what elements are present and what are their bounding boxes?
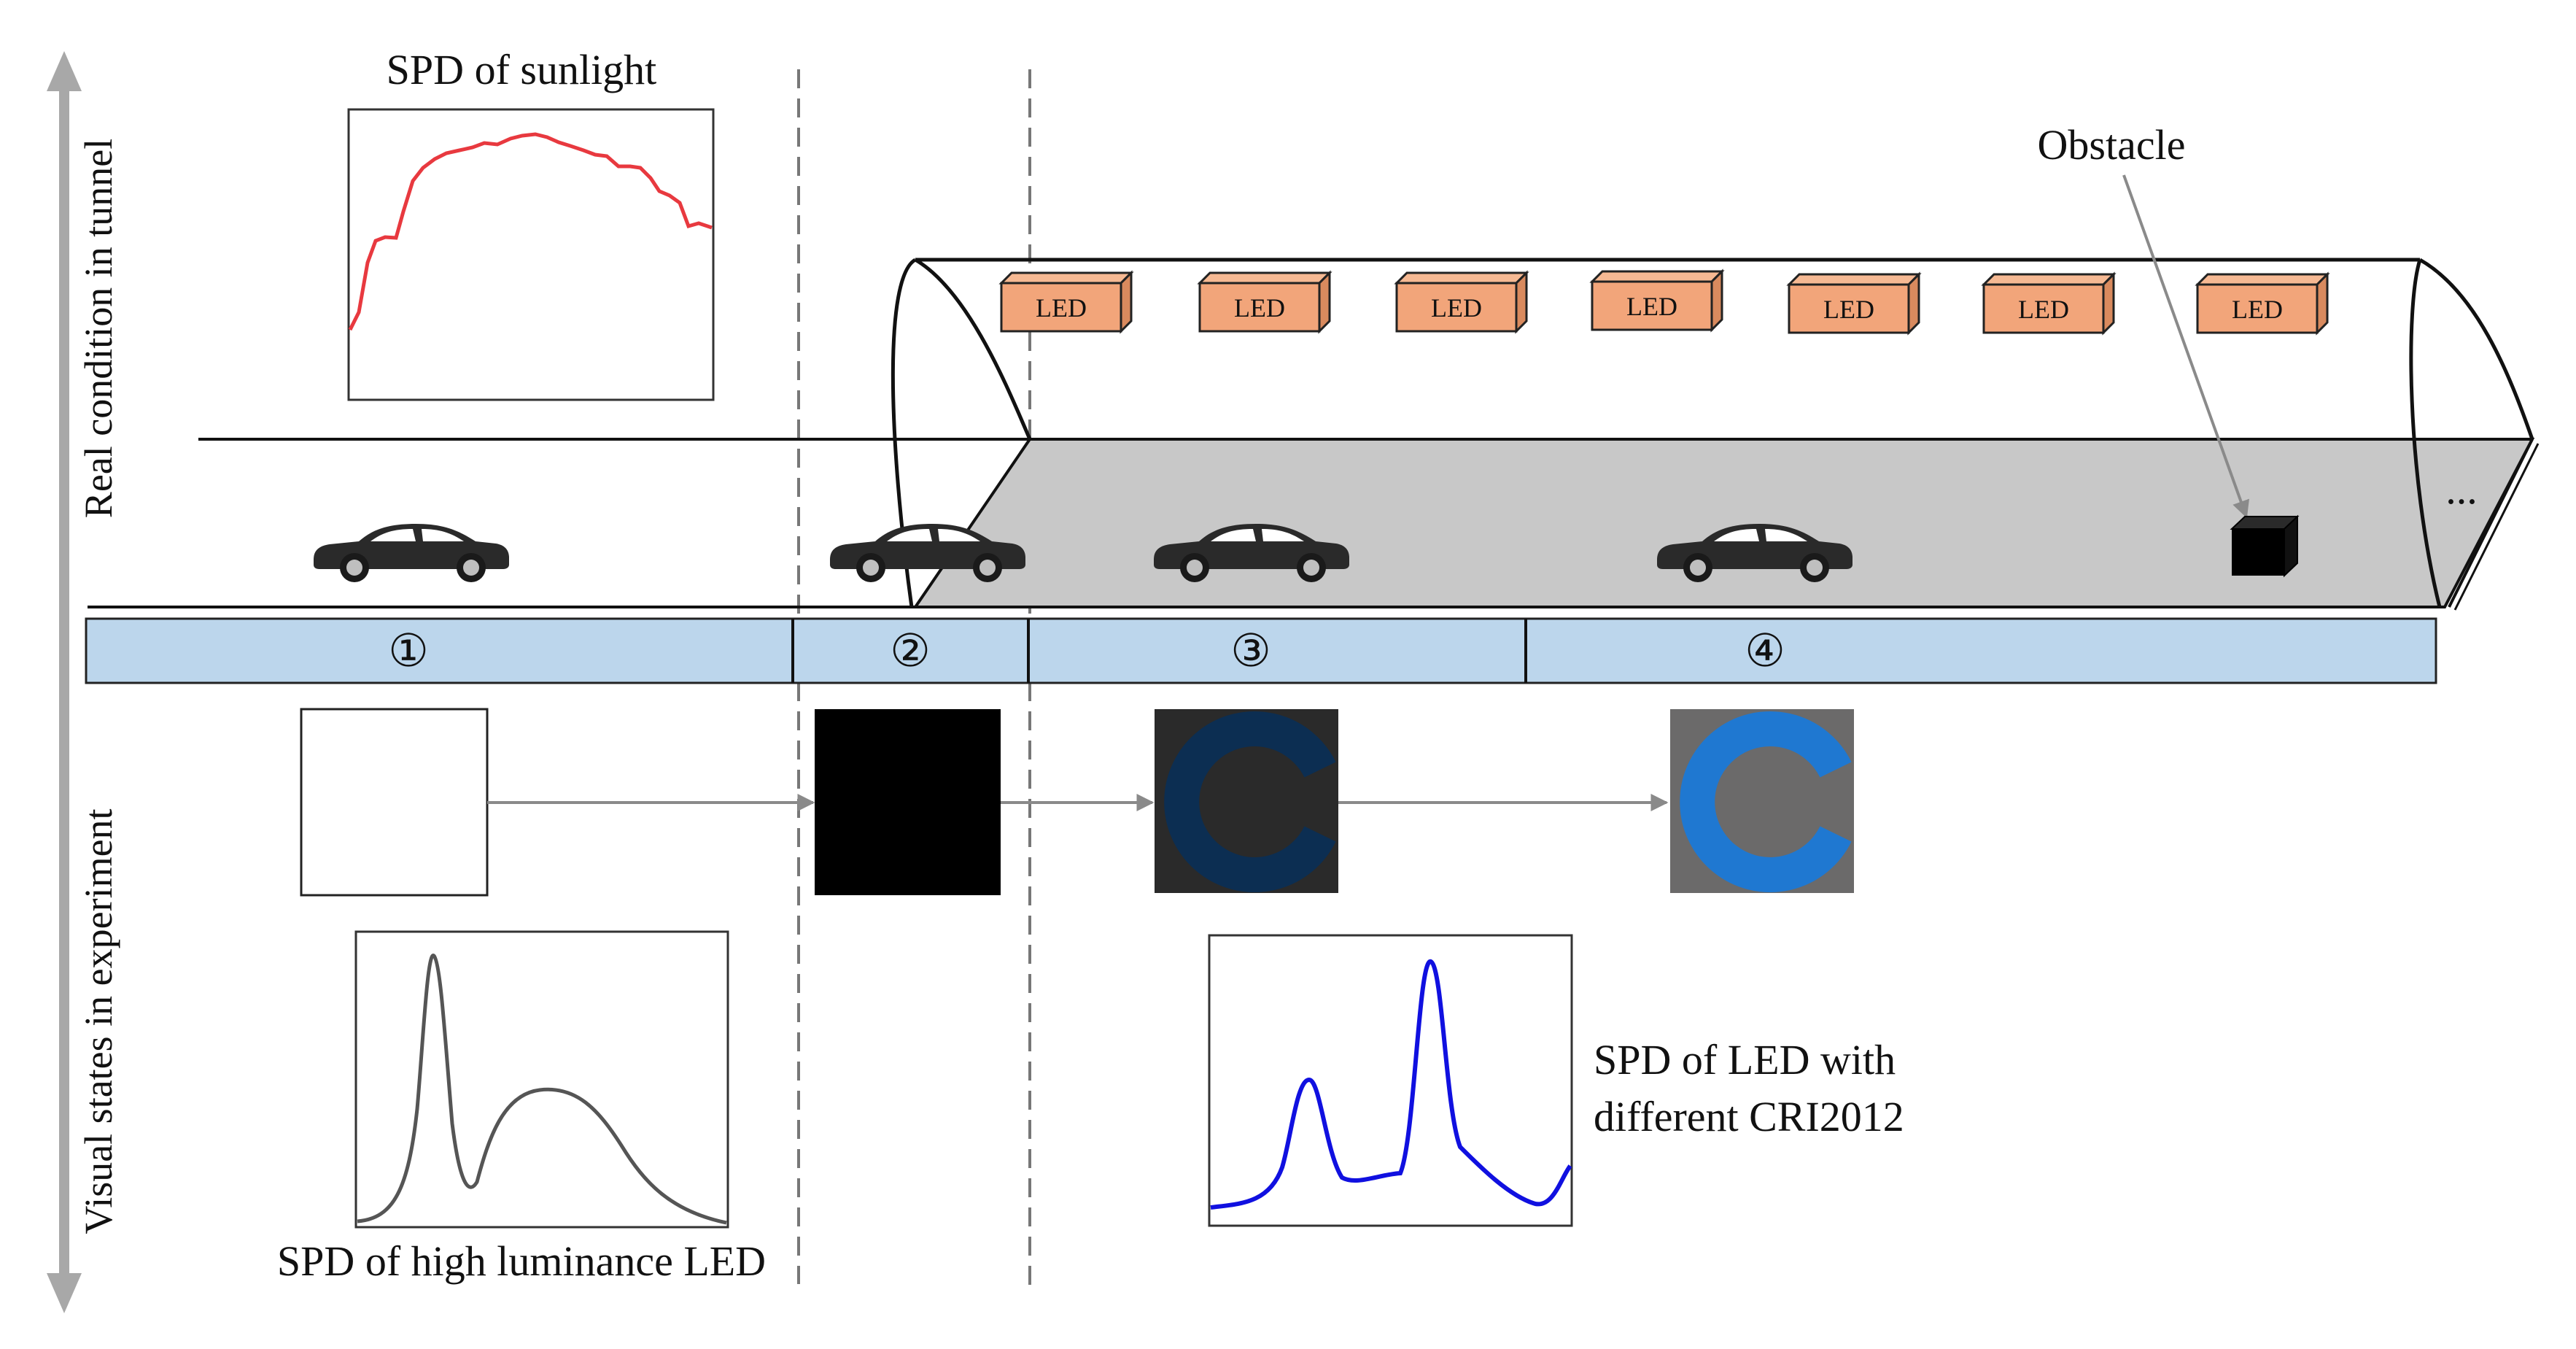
led-lamp-icon-4: LED [1591,270,1723,331]
svg-text:LED: LED [2232,295,2283,324]
stage-3-label: ③ [1230,627,1271,676]
spd-high-led-frame [354,930,729,1229]
spd-high-led-caption: SPD of high luminance LED [277,1237,766,1285]
landolt-c-icon-dark [1164,711,1336,892]
car-icon-1 [314,524,509,582]
spd-sunlight-panel: SPD of sunlight [347,46,715,401]
led-lamps: LED LED LED LED LED LED LED [1000,270,2329,334]
obstacle: Obstacle [2038,121,2300,578]
state-3-dark-landolt [1155,709,1338,893]
arrow-down-icon [47,1273,82,1313]
arrow-up-icon [47,51,82,91]
svg-text:LED: LED [1431,293,1482,322]
axis-label-real: Real condition in tunnel [77,139,120,518]
spd-sunlight-frame [347,108,715,401]
led-lamp-icon-1: LED [1000,271,1133,333]
svg-text:LED: LED [1823,295,1874,324]
obstacle-pointer-arrow [2122,174,2249,519]
continuation-ellipsis: ... [2445,465,2478,513]
state-1-white-square [300,708,489,897]
state-4-gray-landolt [1670,709,1854,893]
svg-text:LED: LED [2018,295,2069,324]
tunnel-exit-front-arc [2409,259,2442,608]
svg-text:LED: LED [1036,293,1087,322]
landolt-c-icon-blue [1680,711,1852,892]
state-2-black-square [815,709,1001,895]
stage-4-label: ④ [1745,627,1785,676]
spd-cri-led-panel: SPD of LED with different CRI2012 [1208,934,1904,1227]
led-lamp-icon-3: LED [1395,271,1528,333]
svg-text:LED: LED [1626,292,1677,321]
obstacle-label: Obstacle [2038,121,2186,169]
high-led-curve [357,954,727,1225]
svg-text:LED: LED [1234,293,1285,322]
spd-high-led-panel: SPD of high luminance LED [277,930,766,1285]
spd-cri-led-caption-line1: SPD of LED with [1594,1036,1896,1083]
led-lamp-icon-2: LED [1198,271,1331,333]
vertical-axis: Real condition in tunnel Visual states i… [47,51,120,1313]
spd-cri-led-frame [1208,934,1573,1227]
axis-label-visual: Visual states in experiment [77,808,120,1234]
tunnel-exit-back-arc [2418,258,2534,440]
led-lamp-icon-5: LED [1788,273,1920,334]
obstacle-cube-icon [2230,514,2300,578]
spd-sunlight-title: SPD of sunlight [387,46,657,93]
stage-bar-background [85,617,2437,684]
tunnel-entrance-back-arc [914,258,1032,440]
led-lamp-icon-7: LED [2196,273,2329,334]
stage-2-label: ② [890,627,931,676]
cri-led-curve [1210,959,1572,1210]
visual-states [300,708,1854,897]
led-lamp-icon-6: LED [1982,273,2115,334]
sunlight-curve [348,132,713,331]
spd-cri-led-caption-line2: different CRI2012 [1594,1093,1904,1140]
stage-1-label: ① [388,627,429,676]
stage-bar: ① ② ③ ④ [85,617,2437,684]
